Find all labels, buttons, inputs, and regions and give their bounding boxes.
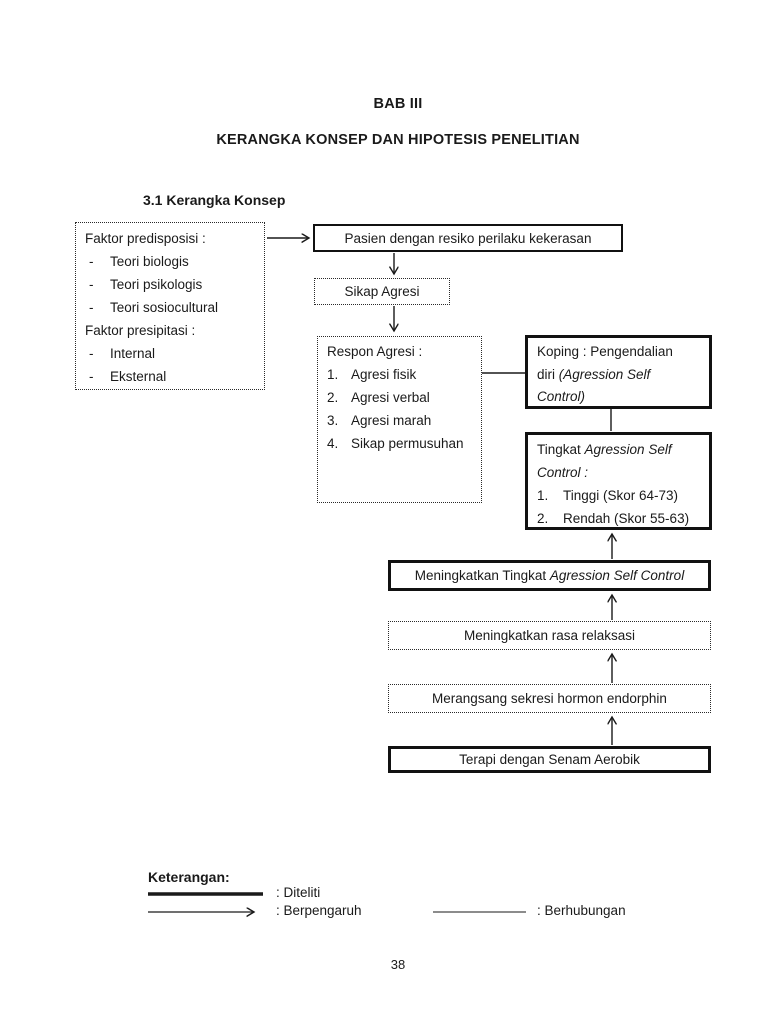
koping-line: Control) xyxy=(537,386,709,409)
pasien-label: Pasien dengan resiko perilaku kekerasan xyxy=(344,230,592,246)
relaksasi-label: Meningkatkan rasa relaksasi xyxy=(463,628,636,643)
relaksasi-box: Meningkatkan rasa relaksasi xyxy=(388,621,711,650)
respon-item: 2.Agresi verbal xyxy=(327,390,430,405)
italic-text: Control) xyxy=(537,389,586,404)
meningkatkan-tingkat-box: Meningkatkan Tingkat Agression Self Cont… xyxy=(388,560,711,591)
italic-text: Agression Self Control xyxy=(549,568,685,583)
faktor-heading: Faktor predisposisi : xyxy=(85,231,206,246)
dash-bullet: - xyxy=(89,369,94,384)
faktor-item: -Teori psikologis xyxy=(76,273,264,296)
chapter-heading: BAB III xyxy=(373,96,423,112)
page-number: 38 xyxy=(390,957,406,972)
koping-box: Koping : Pengendalian diri (Agression Se… xyxy=(525,335,712,409)
tingkat-box: Tingkat Agression Self Control : 1.Tingg… xyxy=(525,432,712,530)
meningkatkan-label: Meningkatkan Tingkat Agression Self Cont… xyxy=(414,568,685,583)
dash-bullet: - xyxy=(89,277,94,292)
legend-title: Keterangan: xyxy=(148,869,230,885)
tingkat-item: 1.Tinggi (Skor 64-73) xyxy=(537,488,679,503)
koping-line: diri (Agression Self xyxy=(537,366,651,382)
chapter-title: KERANGKA KONSEP DAN HIPOTESIS PENELITIAN xyxy=(216,132,580,148)
terapi-label: Terapi dengan Senam Aerobik xyxy=(459,752,640,767)
legend-label-berpengaruh: : Berpengaruh xyxy=(276,903,362,918)
tingkat-line: Tingkat Agression Self xyxy=(537,442,672,457)
faktor-box: Faktor predisposisi : -Teori biologis -T… xyxy=(75,222,265,390)
pasien-box: Pasien dengan resiko perilaku kekerasan xyxy=(313,224,623,252)
faktor-item: -Teori biologis xyxy=(76,250,264,273)
section-title: 3.1 Kerangka Konsep xyxy=(143,192,286,208)
respon-agresi-box: Respon Agresi : 1.Agresi fisik 2.Agresi … xyxy=(317,336,482,503)
sikap-agresi-label: Sikap Agresi xyxy=(344,284,420,299)
italic-text: Control : xyxy=(537,465,589,480)
legend-label-diteliti: : Diteliti xyxy=(276,885,321,900)
tingkat-line: Control : xyxy=(537,461,709,484)
endorphin-label: Merangsang sekresi hormon endorphin xyxy=(432,691,667,706)
respon-item: 3.Agresi marah xyxy=(327,413,432,428)
koping-line: Koping : Pengendalian xyxy=(537,344,673,359)
tingkat-item: 2.Rendah (Skor 55-63) xyxy=(537,511,690,526)
respon-item: 1.Agresi fisik xyxy=(327,367,417,382)
faktor-item: -Internal xyxy=(76,342,264,365)
dash-bullet: - xyxy=(89,300,94,315)
legend-label-berhubungan: : Berhubungan xyxy=(537,903,626,918)
faktor-item: -Teori sosiocultural xyxy=(76,296,264,319)
respon-title: Respon Agresi : xyxy=(327,344,423,359)
dash-bullet: - xyxy=(89,254,94,269)
endorphin-box: Merangsang sekresi hormon endorphin xyxy=(388,684,711,713)
faktor-heading: Faktor presipitasi : xyxy=(85,323,196,338)
dash-bullet: - xyxy=(89,346,94,361)
terapi-box: Terapi dengan Senam Aerobik xyxy=(388,746,711,773)
sikap-agresi-box: Sikap Agresi xyxy=(314,278,450,305)
respon-item: 4.Sikap permusuhan xyxy=(327,436,464,451)
faktor-item: -Eksternal xyxy=(76,365,264,388)
italic-text: (Agression Self xyxy=(558,366,651,382)
italic-text: Agression Self xyxy=(584,442,672,457)
